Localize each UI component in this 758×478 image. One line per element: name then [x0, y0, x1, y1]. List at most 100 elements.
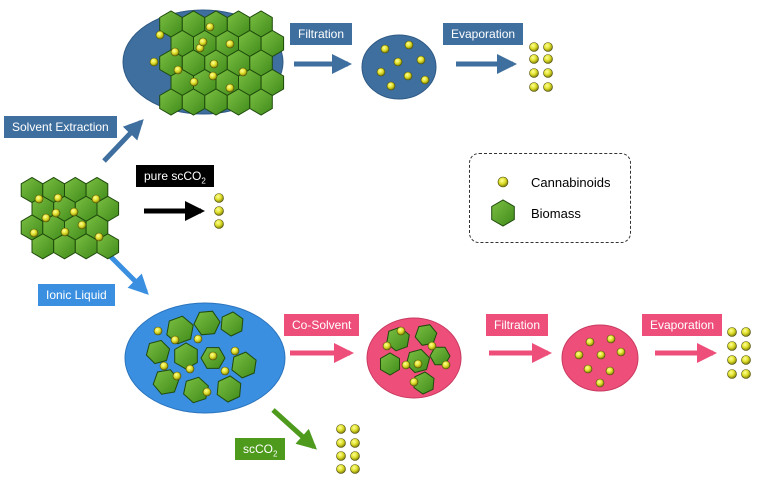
cannabinoid-ball: [94, 232, 104, 242]
cannabinoid-ball: [441, 360, 451, 370]
evaporation-bottom-label: Evaporation: [642, 314, 723, 336]
legend-biomass-icon: [491, 199, 515, 227]
cannabinoid-ball: [350, 438, 360, 448]
arrow-scco2: [271, 408, 317, 450]
cannabinoid-ball: [741, 327, 751, 337]
cannabinoid-ball: [159, 361, 169, 371]
cannabinoid-ball: [420, 75, 430, 85]
cannabinoid-ball: [380, 44, 390, 54]
pure-scco2-label: pure scCO2: [136, 165, 214, 187]
cannabinoid-ball: [529, 54, 539, 64]
cannabinoid-ball: [403, 71, 413, 81]
cannabinoid-ball: [409, 377, 419, 387]
cannabinoid-ball: [543, 68, 553, 78]
cannabinoid-ball: [413, 359, 423, 369]
cannabinoid-ball: [574, 350, 584, 360]
cannabinoid-ball: [529, 82, 539, 92]
cannabinoid-ball: [336, 438, 346, 448]
cannabinoid-ball: [583, 364, 593, 374]
cannabinoid-ball: [170, 335, 180, 345]
cannabinoid-ball: [225, 39, 235, 49]
cannabinoid-ball: [727, 327, 737, 337]
cannabinoid-ball: [336, 464, 346, 474]
cannabinoid-ball: [53, 193, 63, 203]
cannabinoid-ball: [416, 55, 426, 65]
legend: [469, 153, 631, 243]
legend-cannabinoid-icon: [497, 176, 509, 188]
extraction-biomass-hex: [249, 88, 273, 116]
cannabinoid-ball: [616, 347, 626, 357]
cannabinoid-ball: [208, 71, 218, 81]
scco2-text: scCO: [243, 442, 273, 456]
cannabinoid-ball: [386, 81, 396, 91]
cannabinoid-ball: [336, 424, 346, 434]
arrow-to-solvent-extraction: [102, 119, 144, 163]
cannabinoid-ball: [393, 57, 403, 67]
cannabinoid-ball: [336, 451, 346, 461]
cannabinoid-ball: [543, 54, 553, 64]
cannabinoid-ball: [404, 40, 414, 50]
solvent-extraction-label: Solvent Extraction: [4, 116, 117, 138]
cannabinoid-ball: [727, 341, 737, 351]
cannabinoid-ball: [376, 67, 386, 77]
scco2-label: scCO2: [235, 438, 286, 460]
cannabinoid-ball: [34, 194, 44, 204]
cannabinoid-layer: [29, 22, 751, 474]
cannabinoid-ball: [209, 59, 219, 69]
cannabinoid-ball: [60, 227, 70, 237]
cannabinoid-ball: [214, 219, 224, 229]
cannabinoid-ball: [202, 387, 212, 397]
cannabinoid-ball: [149, 57, 159, 67]
co-solvent-biomass-hex: [380, 352, 400, 376]
cannabinoid-ball: [173, 65, 183, 75]
cannabinoid-ball: [741, 355, 751, 365]
cannabinoid-ball: [193, 334, 203, 344]
cannabinoid-ball: [529, 68, 539, 78]
cannabinoid-ball: [155, 30, 165, 40]
cannabinoid-ball: [382, 341, 392, 351]
co-solvent-label: Co-Solvent: [284, 314, 360, 336]
filtration-top-label: Filtration: [290, 23, 353, 45]
cannabinoid-ball: [529, 42, 539, 52]
cannabinoid-ball: [543, 42, 553, 52]
cannabinoid-ball: [69, 207, 79, 217]
cannabinoid-ball: [41, 213, 51, 223]
ionic-biomass-hex: [216, 375, 242, 403]
legend-biomass-label: Biomass: [531, 206, 581, 221]
cannabinoid-ball: [77, 220, 87, 230]
legend-cannabinoids-label: Cannabinoids: [531, 175, 611, 190]
biomass-layer: [20, 10, 515, 404]
cannabinoid-ball: [214, 206, 224, 216]
cannabinoid-ball: [189, 77, 199, 87]
cannabinoid-ball: [170, 47, 180, 57]
cannabinoid-ball: [205, 22, 215, 32]
ionic-liquid-label: Ionic Liquid: [38, 284, 115, 306]
pure-scco2-text: pure scCO: [144, 169, 202, 183]
cannabinoid-ball: [605, 366, 615, 376]
cannabinoid-ball: [172, 371, 182, 381]
cannabinoid-ball: [741, 341, 751, 351]
cannabinoid-ball: [727, 369, 737, 379]
ionic-biomass-hex: [231, 351, 257, 379]
cannabinoid-ball: [585, 337, 595, 347]
cannabinoid-ball: [29, 228, 39, 238]
cannabinoid-ball: [185, 364, 195, 374]
cannabinoid-ball: [214, 193, 224, 203]
cannabinoid-ball: [606, 334, 616, 344]
co-solvent-biomass-hex: [414, 324, 438, 346]
co-solvent-biomass-hex: [413, 371, 435, 395]
ionic-biomass-hex: [145, 339, 171, 365]
ionic-biomass-hex: [183, 376, 209, 404]
cannabinoid-ball: [350, 424, 360, 434]
cannabinoid-ball: [396, 326, 406, 336]
cannabinoid-ball: [238, 67, 248, 77]
cannabinoid-ball: [208, 351, 218, 361]
ionic-biomass-hex: [193, 310, 221, 336]
cannabinoid-ball: [427, 341, 437, 351]
cannabinoid-ball: [230, 346, 240, 356]
cannabinoid-ball: [727, 355, 737, 365]
cannabinoid-ball: [595, 378, 605, 388]
arrow-to-ionic-liquid: [105, 251, 149, 295]
cannabinoid-ball: [153, 326, 163, 336]
